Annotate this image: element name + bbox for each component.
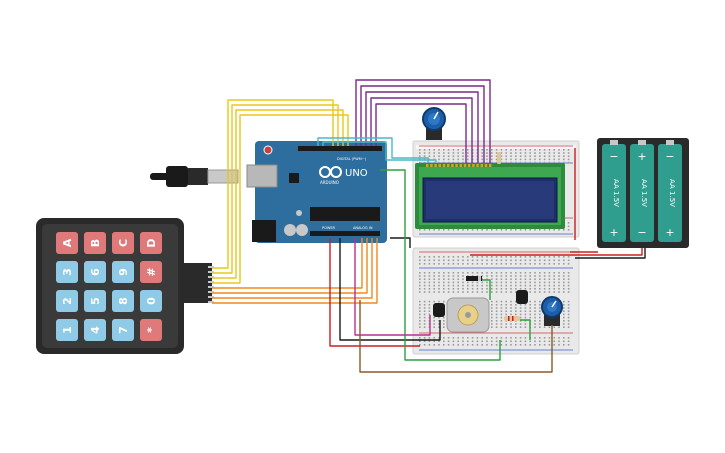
orange-wires: [212, 238, 378, 304]
keypad-key[interactable]: 6: [84, 261, 106, 283]
keypad-key[interactable]: 9: [112, 261, 134, 283]
keypad: A 3 2 1 B 6 5 4 C 9 8 7 D #0 *: [36, 218, 214, 354]
keypad-key-label: A: [61, 238, 74, 247]
battery-terminal-label: −: [637, 226, 646, 239]
arduino-power-label: POWER: [322, 226, 336, 230]
battery-terminal-label: +: [609, 226, 618, 239]
transistor-left: [433, 303, 445, 317]
keypad-key[interactable]: #: [140, 261, 162, 283]
keypad-key-label: 1: [61, 326, 74, 334]
keypad-key-label: 3: [61, 268, 74, 276]
battery-cell: + − AA 1.5V: [630, 140, 654, 242]
battery-cell-label: AA 1.5V: [612, 179, 620, 207]
resistor: [504, 316, 520, 321]
arduino-analog-label: ANALOG IN: [353, 226, 373, 230]
battery-cell-label: AA 1.5V: [668, 179, 676, 207]
keypad-key[interactable]: C: [112, 232, 134, 254]
keypad-key-label: 4: [89, 326, 102, 334]
keypad-key-label: 8: [117, 297, 130, 305]
keypad-key-label: 2: [61, 297, 74, 305]
potentiometer-top[interactable]: [422, 107, 446, 140]
keypad-key-label: 0: [145, 297, 158, 305]
cyan-wires: [317, 137, 437, 163]
black-wires: [339, 237, 646, 341]
keypad-key[interactable]: 8: [112, 290, 134, 312]
keypad-key[interactable]: A: [56, 232, 78, 254]
keypad-key[interactable]: 2: [56, 290, 78, 312]
keypad-key[interactable]: 0: [140, 290, 162, 312]
keypad-key[interactable]: D: [140, 232, 162, 254]
battery-cell-label: AA 1.5V: [640, 179, 648, 207]
keypad-key-label: 5: [89, 297, 102, 305]
keypad-key[interactable]: 7: [112, 319, 134, 341]
keypad-key-label: 9: [117, 268, 130, 276]
keypad-key-label: B: [89, 239, 102, 247]
battery-cell: − + AA 1.5V: [658, 140, 682, 242]
lcd-display: [415, 163, 565, 229]
red-wires: [329, 148, 643, 347]
keypad-key[interactable]: 4: [84, 319, 106, 341]
battery-terminal-label: −: [609, 150, 618, 163]
arduino-board-label: UNO: [345, 168, 368, 179]
brown-wire: [359, 300, 553, 373]
keypad-key-label: D: [145, 238, 158, 247]
keypad-key[interactable]: 1: [56, 319, 78, 341]
battery-cell: − + AA 1.5V: [602, 140, 626, 242]
keypad-key-label: 7: [117, 326, 130, 334]
keypad-key-label: C: [117, 239, 130, 247]
keypad-key[interactable]: 5: [84, 290, 106, 312]
yellow-wires: [212, 99, 349, 284]
battery-terminal-label: −: [665, 150, 674, 163]
dc-motor: [446, 297, 490, 333]
resistor-top: [497, 152, 501, 164]
battery-terminal-label: +: [637, 150, 646, 163]
potentiometer-bottom[interactable]: [541, 296, 563, 326]
battery-pack: − + AA 1.5V + − AA 1.5V − + AA 1.5V: [597, 138, 689, 248]
arduino-digital-label: DIGITAL (PWM~): [337, 157, 367, 161]
arduino-brand-label: ARDUINO: [320, 180, 339, 185]
battery-terminal-label: +: [665, 226, 674, 239]
diode: [466, 276, 482, 281]
arduino-uno: UNO ARDUINO DIGITAL (PWM~) POWER ANALOG …: [246, 141, 387, 243]
magenta-wire: [354, 238, 431, 336]
keypad-key-label: 6: [89, 268, 102, 276]
keypad-key[interactable]: B: [84, 232, 106, 254]
wires: [212, 79, 646, 373]
purple-wires: [355, 79, 491, 163]
keypad-key-label: #: [145, 267, 158, 276]
usb-cable: [150, 166, 239, 187]
keypad-key-label: *: [145, 327, 158, 333]
keypad-key[interactable]: *: [140, 319, 162, 341]
arduino-infinity-logo-icon: [319, 166, 342, 178]
keypad-key[interactable]: 3: [56, 261, 78, 283]
transistor-right: [516, 290, 528, 304]
